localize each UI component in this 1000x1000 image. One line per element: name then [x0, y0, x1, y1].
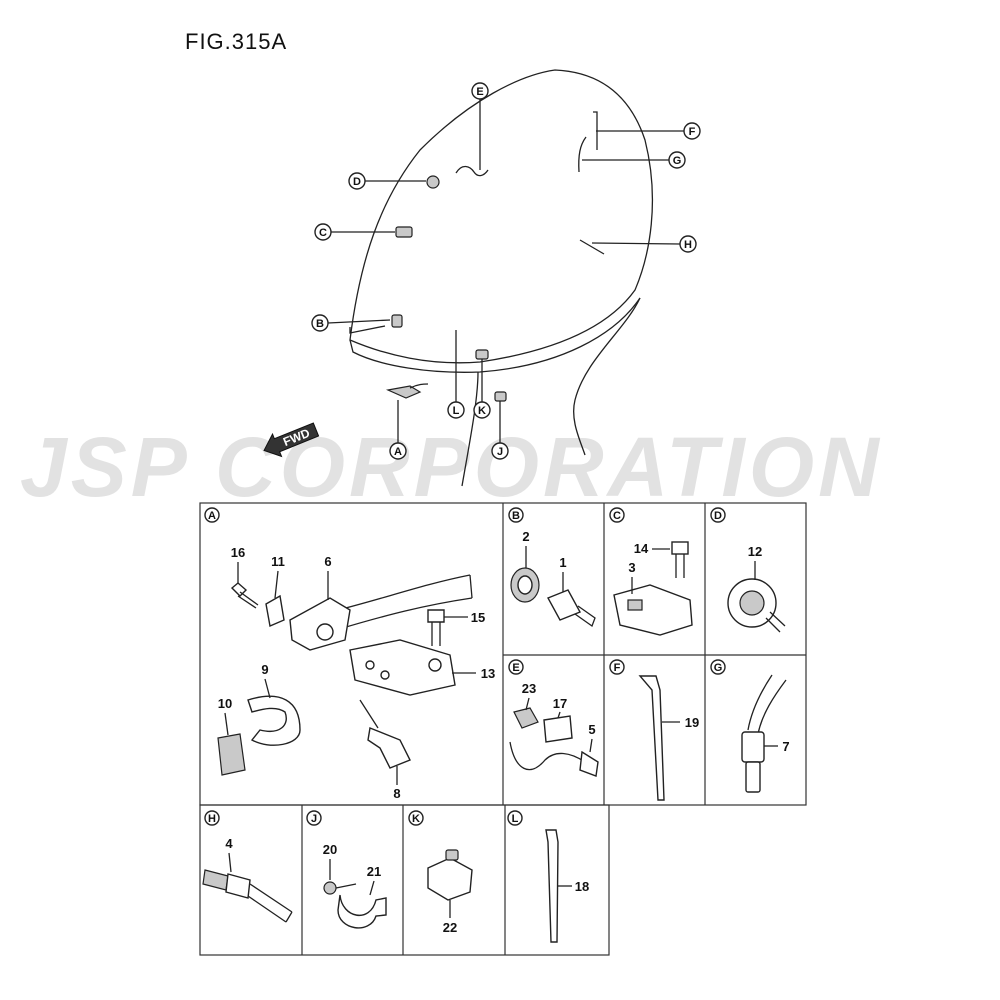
svg-text:L: L — [512, 813, 519, 825]
part-16: 16 — [231, 545, 245, 560]
panel-g: G 7 — [710, 659, 790, 793]
callout-f: F — [593, 111, 701, 150]
callout-l: L — [447, 330, 465, 419]
svg-text:J: J — [311, 813, 317, 825]
watermark: JSP CORPORATION — [20, 420, 883, 514]
part-18: 18 — [575, 879, 589, 894]
part-23: 23 — [522, 681, 536, 696]
svg-text:A: A — [394, 446, 402, 458]
part-17: 17 — [553, 696, 567, 711]
part-22: 22 — [443, 920, 457, 935]
svg-text:G: G — [673, 155, 682, 167]
callout-d: D — [348, 172, 440, 190]
panel-grid — [199, 502, 807, 956]
svg-text:C: C — [319, 227, 327, 239]
part-14: 14 — [634, 541, 649, 556]
svg-text:J: J — [497, 446, 503, 458]
svg-text:D: D — [353, 176, 361, 188]
part-4: 4 — [225, 836, 233, 851]
part-19: 19 — [685, 715, 699, 730]
callout-a: A — [385, 383, 429, 460]
svg-text:D: D — [714, 510, 722, 522]
panel-f: F 19 — [609, 659, 699, 801]
panel-l: L 18 — [507, 810, 589, 943]
svg-text:E: E — [512, 662, 519, 674]
callout-h: H — [579, 235, 697, 255]
svg-text:L: L — [453, 405, 460, 417]
callout-k: K — [473, 349, 491, 419]
part-2: 2 — [522, 529, 529, 544]
part-1: 1 — [559, 555, 566, 570]
svg-text:C: C — [613, 510, 621, 522]
callout-j: J — [491, 391, 509, 460]
svg-text:K: K — [412, 813, 420, 825]
panel-j: J 20 21 — [306, 810, 387, 929]
panel-e: E 23 17 5 — [508, 659, 599, 777]
panel-a: A 16 11 6 15 13 — [204, 507, 495, 801]
panel-k: K 22 — [408, 810, 473, 935]
part-12: 12 — [748, 544, 762, 559]
callout-g: G — [578, 136, 686, 173]
part-10: 10 — [218, 696, 232, 711]
svg-text:E: E — [476, 86, 483, 98]
part-9: 9 — [261, 662, 268, 677]
part-6: 6 — [324, 554, 331, 569]
svg-text:F: F — [689, 126, 696, 138]
figure-title: FIG.315A — [185, 29, 287, 54]
part-11: 11 — [271, 554, 285, 569]
svg-text:F: F — [614, 662, 621, 674]
part-20: 20 — [323, 842, 337, 857]
callout-e: E — [455, 82, 489, 177]
part-5: 5 — [588, 722, 595, 737]
svg-text:B: B — [316, 318, 324, 330]
svg-text:H: H — [684, 239, 692, 251]
part-13: 13 — [481, 666, 495, 681]
part-15: 15 — [471, 610, 485, 625]
callout-b: B — [311, 314, 403, 334]
svg-text:G: G — [714, 662, 723, 674]
svg-text:B: B — [512, 510, 520, 522]
callout-c: C — [314, 223, 413, 241]
svg-text:A: A — [208, 510, 216, 522]
engine-cowl-outline — [349, 69, 654, 487]
svg-text:K: K — [478, 405, 486, 417]
part-21: 21 — [367, 864, 381, 879]
panel-h: H 4 — [202, 810, 293, 923]
part-3: 3 — [628, 560, 635, 575]
svg-text:H: H — [208, 813, 216, 825]
panel-d: D 12 — [710, 507, 786, 633]
panel-b: B 2 1 — [508, 507, 596, 628]
panel-c: C 14 3 — [609, 507, 693, 636]
part-7: 7 — [782, 739, 789, 754]
part-8: 8 — [393, 786, 400, 801]
